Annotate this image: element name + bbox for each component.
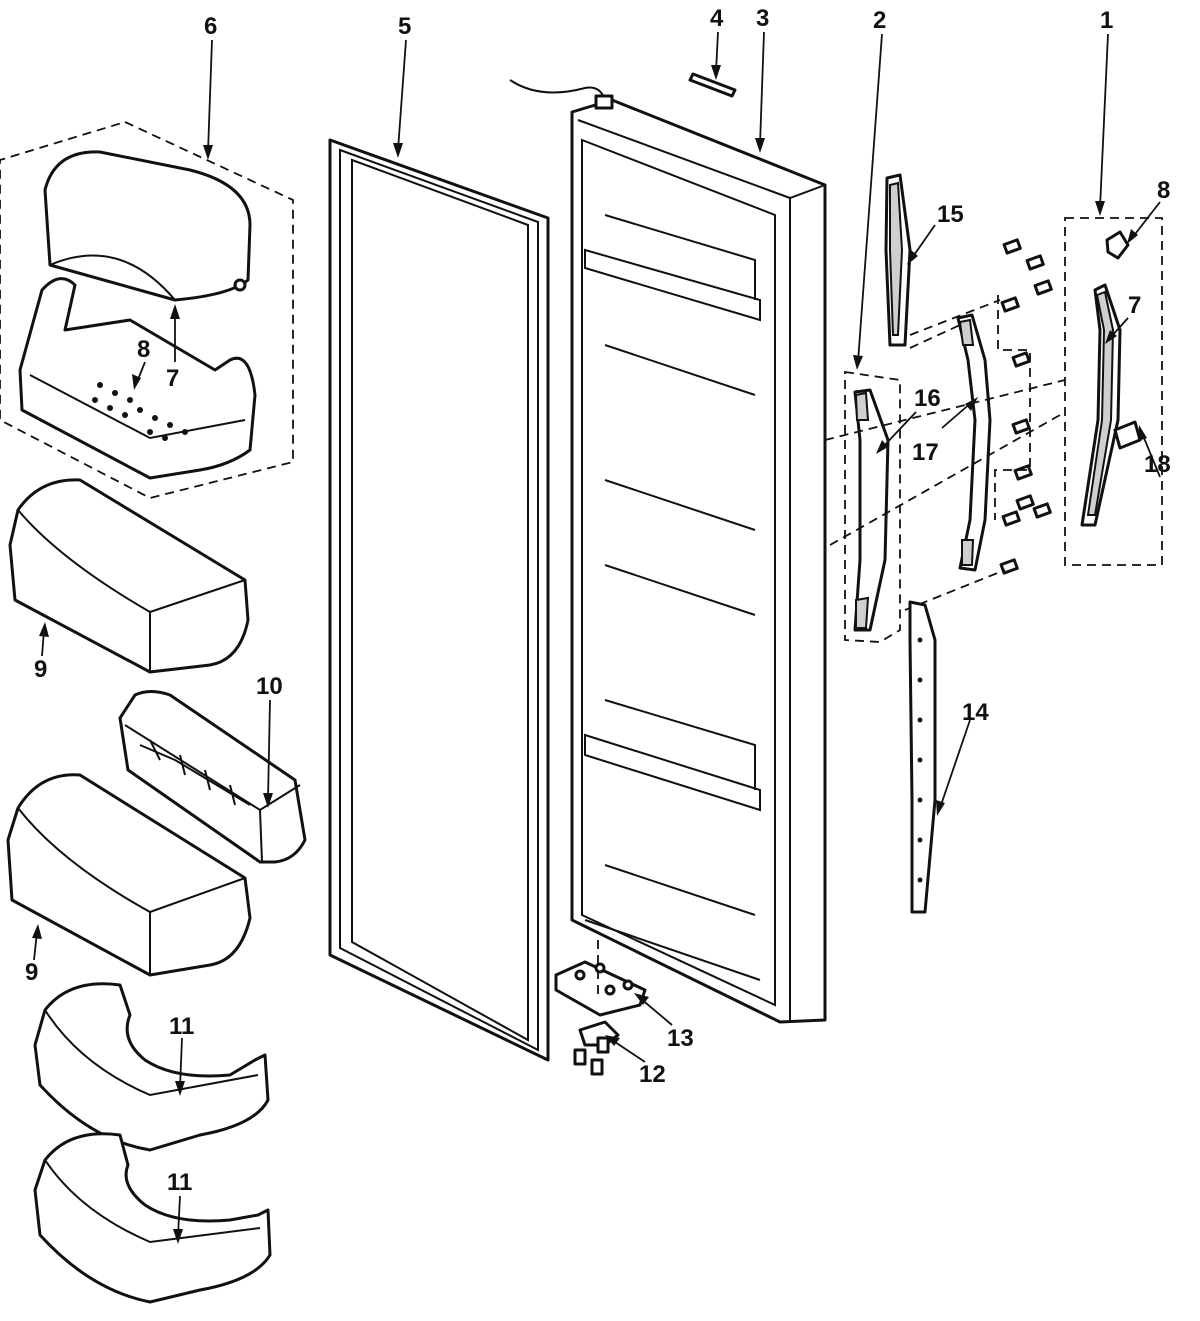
callout-5: 5 [398, 13, 411, 40]
callout-15: 15 [937, 201, 964, 228]
callout-3: 3 [756, 5, 769, 32]
callout-12: 12 [639, 1061, 666, 1088]
callout-11-lower: 11 [167, 1169, 192, 1196]
callout-7-left: 7 [166, 365, 179, 392]
callout-9-lower: 9 [25, 959, 38, 986]
door-bin-11-lower [33, 1132, 272, 1304]
hinge-screws [573, 1036, 610, 1076]
door-liner [509, 79, 827, 1024]
callout-11-upper: 11 [169, 1013, 194, 1040]
callout-9-upper: 9 [34, 656, 47, 683]
door-bin-9-lower [6, 773, 252, 977]
hinge-assembly [554, 940, 647, 1076]
handle-16 [853, 388, 890, 632]
door-bin-10 [118, 690, 307, 864]
door-bin-11-upper [33, 982, 270, 1152]
callout-10: 10 [256, 673, 283, 700]
callout-14: 14 [962, 699, 989, 726]
callout-6: 6 [204, 13, 217, 40]
trim-part-14 [908, 600, 937, 914]
bin-cover [43, 150, 252, 302]
assembly-2-group [844, 370, 901, 643]
callout-8-left: 8 [137, 336, 150, 363]
callout-16: 16 [914, 385, 941, 412]
clip-part-4 [688, 72, 737, 98]
leader-lines [32, 31, 1161, 1244]
clip-18 [1113, 420, 1142, 450]
door-gasket [328, 138, 550, 1062]
handle-bracket-17 [956, 313, 992, 572]
handle-cover-7 [1080, 283, 1122, 527]
assembly-6-boundary [0, 121, 294, 499]
clip-8-right [1105, 230, 1130, 260]
callout-1: 1 [1100, 7, 1113, 34]
callout-8-right: 8 [1157, 177, 1170, 204]
callout-4: 4 [710, 5, 724, 32]
callout-labels: 6 5 4 3 2 1 8 15 8 7 7 16 17 18 9 10 14 … [25, 5, 1171, 1196]
door-bin-9-upper [8, 478, 250, 674]
callout-18: 18 [1144, 451, 1171, 478]
callout-17: 17 [912, 439, 939, 466]
trim-part-15 [884, 173, 912, 347]
callout-2: 2 [873, 7, 886, 34]
assembly-6-group [0, 121, 294, 499]
callout-13: 13 [667, 1025, 694, 1052]
assembly-1-group [1064, 217, 1163, 566]
callout-7-right: 7 [1128, 292, 1141, 319]
